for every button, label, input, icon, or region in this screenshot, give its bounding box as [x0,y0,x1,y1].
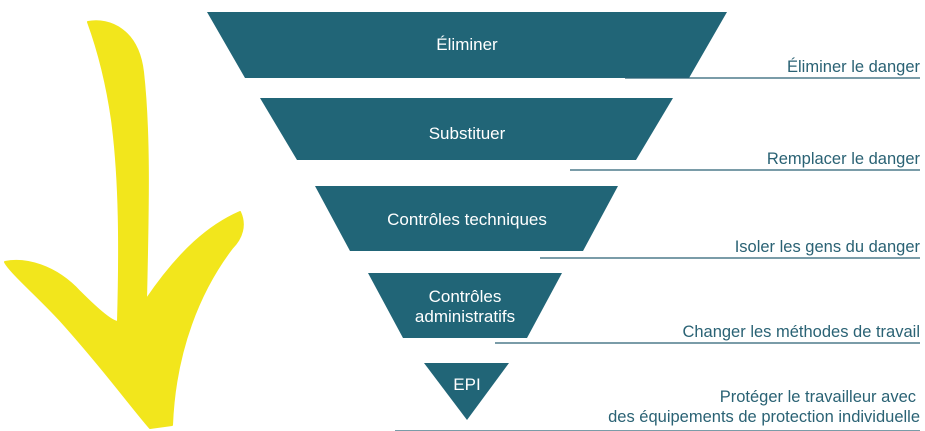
tier-shape-epi [424,363,509,420]
arrow-stroke-streak-2 [161,239,205,346]
tier-description-line-2: des équipements de protection individuel… [608,408,920,426]
tier-label-controles-administratifs: Contrôles administratifs [395,287,535,327]
tier-description-eliminer: Éliminer le danger [787,58,920,76]
down-arrow-brush-stroke-icon [4,20,244,429]
tier-description-controles-techniques: Isoler les gens du danger [734,238,920,256]
tier-label-line-1: Contrôles [428,287,502,306]
tier-description-controles-administratifs: Changer les méthodes de travail [682,323,920,341]
tier-description-line-1: Protéger le travailleur avec [719,388,916,406]
tier-shape-controles-administratifs [368,273,562,338]
arrow-stroke-streak-1 [99,29,129,231]
tier-shape-eliminer [207,12,727,78]
tier-label-eliminer: Éliminer [436,35,498,54]
tier-shape-controles-techniques [315,186,618,251]
tier-label-epi: EPI [453,375,481,394]
tier-shape-substituer [260,98,673,160]
tier-label-controles-techniques: Contrôles techniques [387,210,547,229]
tier-label-substituer: Substituer [428,124,506,143]
tier-description-substituer: Remplacer le danger [766,150,920,168]
tier-description-epi: Protéger le travailleur avec des équipem… [608,387,920,427]
tier-label-line-2: administratifs [414,307,516,326]
